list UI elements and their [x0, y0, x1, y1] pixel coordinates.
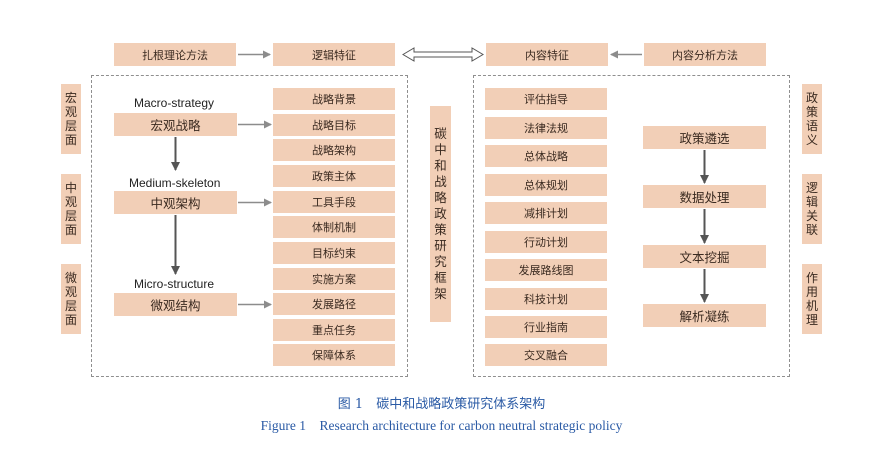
medium-skeleton-box: 中观架构 — [114, 191, 237, 214]
item-policy-subject: 政策主体 — [273, 165, 395, 187]
content-analysis-box: 内容分析方法 — [644, 43, 766, 66]
policy-evaluation-guidance: 评估指导 — [485, 88, 607, 110]
item-key-tasks: 重点任务 — [273, 319, 395, 341]
item-institution-mechanism: 体制机制 — [273, 216, 395, 238]
center-framework-title: 碳中和战略政策研究框架 — [430, 106, 451, 322]
caption-chinese: 图 1 碳中和战略政策研究体系架构 — [337, 397, 546, 412]
left-level-macro: 宏观层面 — [61, 84, 81, 154]
process-policy-selection: 政策遴选 — [643, 126, 766, 149]
item-strategic-structure: 战略架构 — [273, 139, 395, 161]
item-strategic-goal: 战略目标 — [273, 114, 395, 136]
policy-overall-strategy: 总体战略 — [485, 145, 607, 167]
logic-features-box: 逻辑特征 — [273, 43, 395, 66]
policy-cross-integration: 交叉融合 — [485, 344, 607, 366]
policy-emission-reduction-plan: 减排计划 — [485, 202, 607, 224]
policy-action-plan: 行动计划 — [485, 231, 607, 253]
left-level-medium: 中观层面 — [61, 174, 81, 244]
micro-structure-label: Micro-structure — [134, 277, 215, 291]
policy-laws-regulations: 法律法规 — [485, 117, 607, 139]
caption-english: Figure 1 Research architecture for carbo… — [260, 418, 623, 433]
left-level-micro: 微观层面 — [61, 264, 81, 334]
policy-industry-guide: 行业指南 — [485, 316, 607, 338]
grounded-theory-box: 扎根理论方法 — [114, 43, 236, 66]
medium-skeleton-label: Medium-skeleton — [129, 176, 221, 190]
item-implementation-plan: 实施方案 — [273, 268, 395, 290]
item-strategic-background: 战略背景 — [273, 88, 395, 110]
macro-strategy-label: Macro-strategy — [134, 96, 215, 110]
item-tools-means: 工具手段 — [273, 191, 395, 213]
macro-strategy-box: 宏观战略 — [114, 113, 237, 136]
item-guarantee-system: 保障体系 — [273, 344, 395, 366]
policy-overall-planning: 总体规划 — [485, 174, 607, 196]
right-level-logic: 逻辑关联 — [802, 174, 822, 244]
left-panel — [91, 75, 408, 377]
policy-roadmap: 发展路线图 — [485, 259, 607, 281]
item-target-constraint: 目标约束 — [273, 242, 395, 264]
process-data-processing: 数据处理 — [643, 185, 766, 208]
micro-structure-box: 微观结构 — [114, 293, 237, 316]
item-development-path: 发展路径 — [273, 293, 395, 315]
right-panel — [473, 75, 790, 377]
right-level-semantics: 政策语义 — [802, 84, 822, 154]
right-level-mechanism: 作用机理 — [802, 264, 822, 334]
process-analysis-refinement: 解析凝练 — [643, 304, 766, 327]
process-text-mining: 文本挖掘 — [643, 245, 766, 268]
content-features-box: 内容特征 — [486, 43, 608, 66]
double-arrow-logic-content — [402, 47, 484, 62]
policy-tech-plan: 科技计划 — [485, 288, 607, 310]
